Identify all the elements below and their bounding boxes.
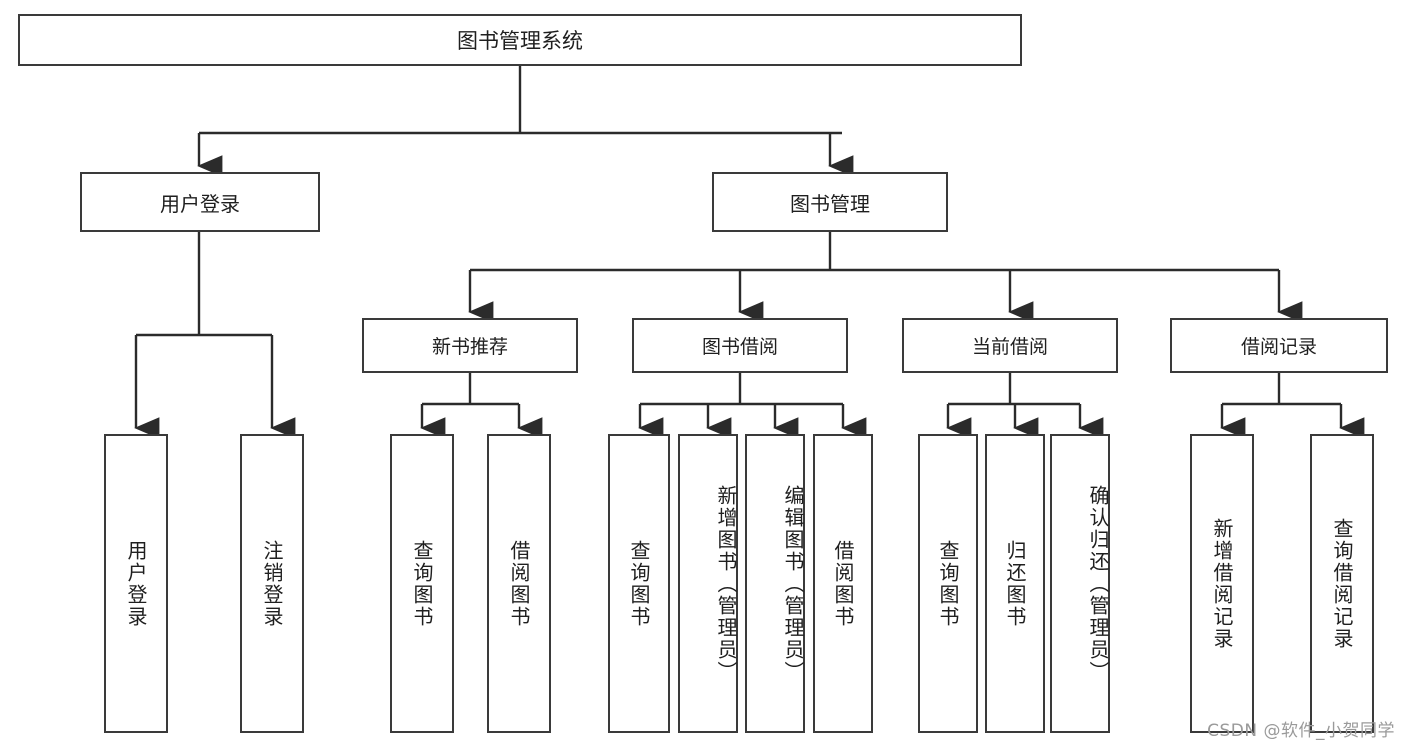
node-borrow-record-label: 借阅记录	[1240, 336, 1317, 358]
node-user-login-label: 用户登录	[160, 191, 240, 216]
node-current-borrow-label: 当前借阅	[971, 336, 1048, 358]
leaf-borrow-borrow-book[interactable]: 借阅图书	[813, 434, 873, 733]
leaf-label: 查询图书	[627, 539, 651, 628]
leaf-borrow-add-book-admin[interactable]: 新增图书（管理员）	[678, 434, 738, 733]
node-book-management-label: 图书管理	[790, 191, 870, 216]
leaf-label: 查询图书	[410, 539, 434, 628]
node-book-borrow[interactable]: 图书借阅	[632, 318, 848, 373]
leaf-user-login-logout[interactable]: 注销登录	[240, 434, 304, 733]
leaf-label: 查询借阅记录	[1330, 517, 1354, 650]
leaf-new-book-query[interactable]: 查询图书	[390, 434, 454, 733]
leaf-label: 归还图书	[1003, 539, 1027, 628]
node-borrow-record[interactable]: 借阅记录	[1170, 318, 1388, 373]
leaf-label: 借阅图书	[507, 539, 531, 628]
leaf-new-book-borrow[interactable]: 借阅图书	[487, 434, 551, 733]
node-new-book-recommend[interactable]: 新书推荐	[362, 318, 578, 373]
leaf-label: 注销登录	[260, 539, 284, 628]
leaf-label: 用户登录	[124, 539, 148, 628]
leaf-label: 查询图书	[936, 539, 960, 628]
node-root[interactable]: 图书管理系统	[18, 14, 1022, 66]
leaf-user-login-login[interactable]: 用户登录	[104, 434, 168, 733]
leaf-label: 新增借阅记录	[1210, 517, 1234, 650]
node-new-book-recommend-label: 新书推荐	[431, 336, 508, 358]
node-book-management[interactable]: 图书管理	[712, 172, 948, 232]
leaf-label: 新增图书（管理员）	[714, 484, 738, 683]
leaf-current-confirm-return-admin[interactable]: 确认归还（管理员）	[1050, 434, 1110, 733]
leaf-label: 编辑图书（管理员）	[781, 484, 805, 683]
node-user-login[interactable]: 用户登录	[80, 172, 320, 232]
node-book-borrow-label: 图书借阅	[701, 336, 778, 358]
watermark: CSDN @软件_小贺同学	[1207, 721, 1395, 741]
leaf-current-query-book[interactable]: 查询图书	[918, 434, 978, 733]
leaf-record-query-record[interactable]: 查询借阅记录	[1310, 434, 1374, 733]
leaf-label: 借阅图书	[831, 539, 855, 628]
node-root-label: 图书管理系统	[457, 29, 583, 53]
leaf-label: 确认归还（管理员）	[1086, 484, 1110, 683]
leaf-current-return-book[interactable]: 归还图书	[985, 434, 1045, 733]
node-current-borrow[interactable]: 当前借阅	[902, 318, 1118, 373]
leaf-record-add-record[interactable]: 新增借阅记录	[1190, 434, 1254, 733]
leaf-borrow-edit-book-admin[interactable]: 编辑图书（管理员）	[745, 434, 805, 733]
leaf-borrow-query-book[interactable]: 查询图书	[608, 434, 670, 733]
